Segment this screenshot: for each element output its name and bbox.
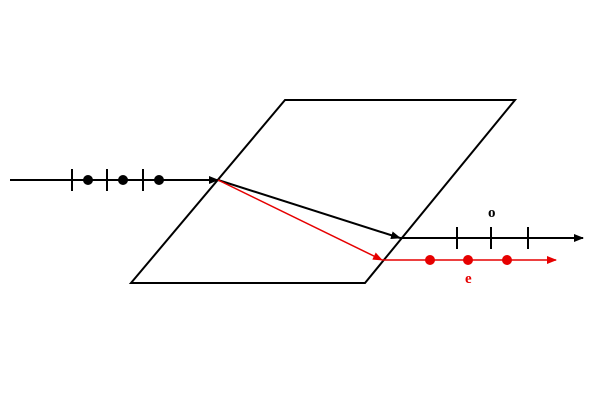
incident-dot-mark xyxy=(154,175,164,185)
extraordinary-polarization-marks xyxy=(425,255,512,265)
ordinary-polarization-marks xyxy=(456,227,529,249)
incident-dot-mark xyxy=(118,175,128,185)
ordinary-ray-label: o xyxy=(488,205,496,221)
ordinary-ray-inside xyxy=(217,179,401,240)
incident-polarization-marks xyxy=(71,169,164,191)
crystal-outline xyxy=(128,99,518,284)
incident-dot-mark xyxy=(83,175,93,185)
extraordinary-ray-label: e xyxy=(465,271,472,287)
extraordinary-dot-mark xyxy=(425,255,435,265)
extraordinary-dot-mark xyxy=(463,255,473,265)
extraordinary-ray-inside xyxy=(217,179,383,261)
extraordinary-dot-mark xyxy=(502,255,512,265)
